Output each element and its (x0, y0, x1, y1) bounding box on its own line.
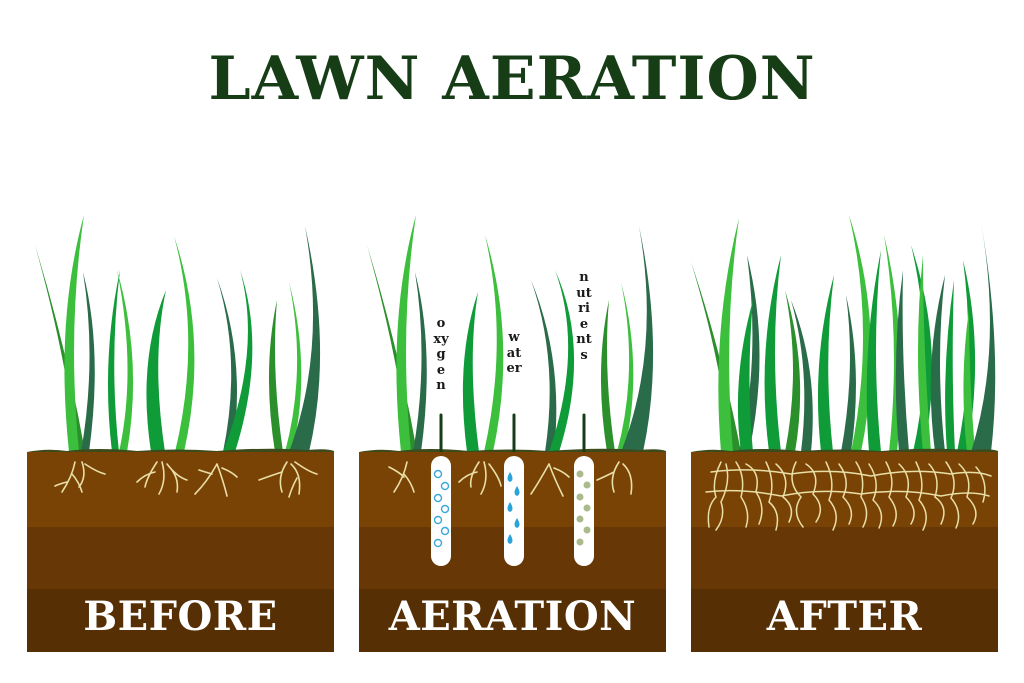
panel-label-after: AFTER (766, 593, 923, 640)
label-nutrients: nutrients (576, 270, 592, 363)
nutrient-dot-icon (576, 470, 591, 546)
water-drop-icon (507, 472, 520, 544)
soil-holes (388, 456, 633, 566)
panel-before: BEFORE (27, 200, 334, 652)
soil-layers: AERATION (359, 452, 666, 652)
label-water: water (506, 330, 522, 376)
soil-layers: AFTER (691, 452, 998, 652)
bubble-icon (433, 469, 450, 548)
panel-label-aeration: AERATION (388, 593, 637, 640)
dense-grass-blades (691, 215, 998, 460)
short-roots (54, 461, 318, 498)
panel-label-before: BEFORE (83, 593, 278, 640)
label-oxygen: oxygen (433, 316, 449, 393)
diagram-title: LAWN AERATION (208, 44, 816, 114)
panel-aeration: oxygen water nutrients (359, 200, 666, 652)
short-roots (388, 461, 633, 497)
grass-blades (27, 215, 334, 460)
panel-after: AFTER (691, 200, 998, 652)
soil-layers: BEFORE (27, 452, 334, 652)
dense-roots (705, 461, 992, 531)
